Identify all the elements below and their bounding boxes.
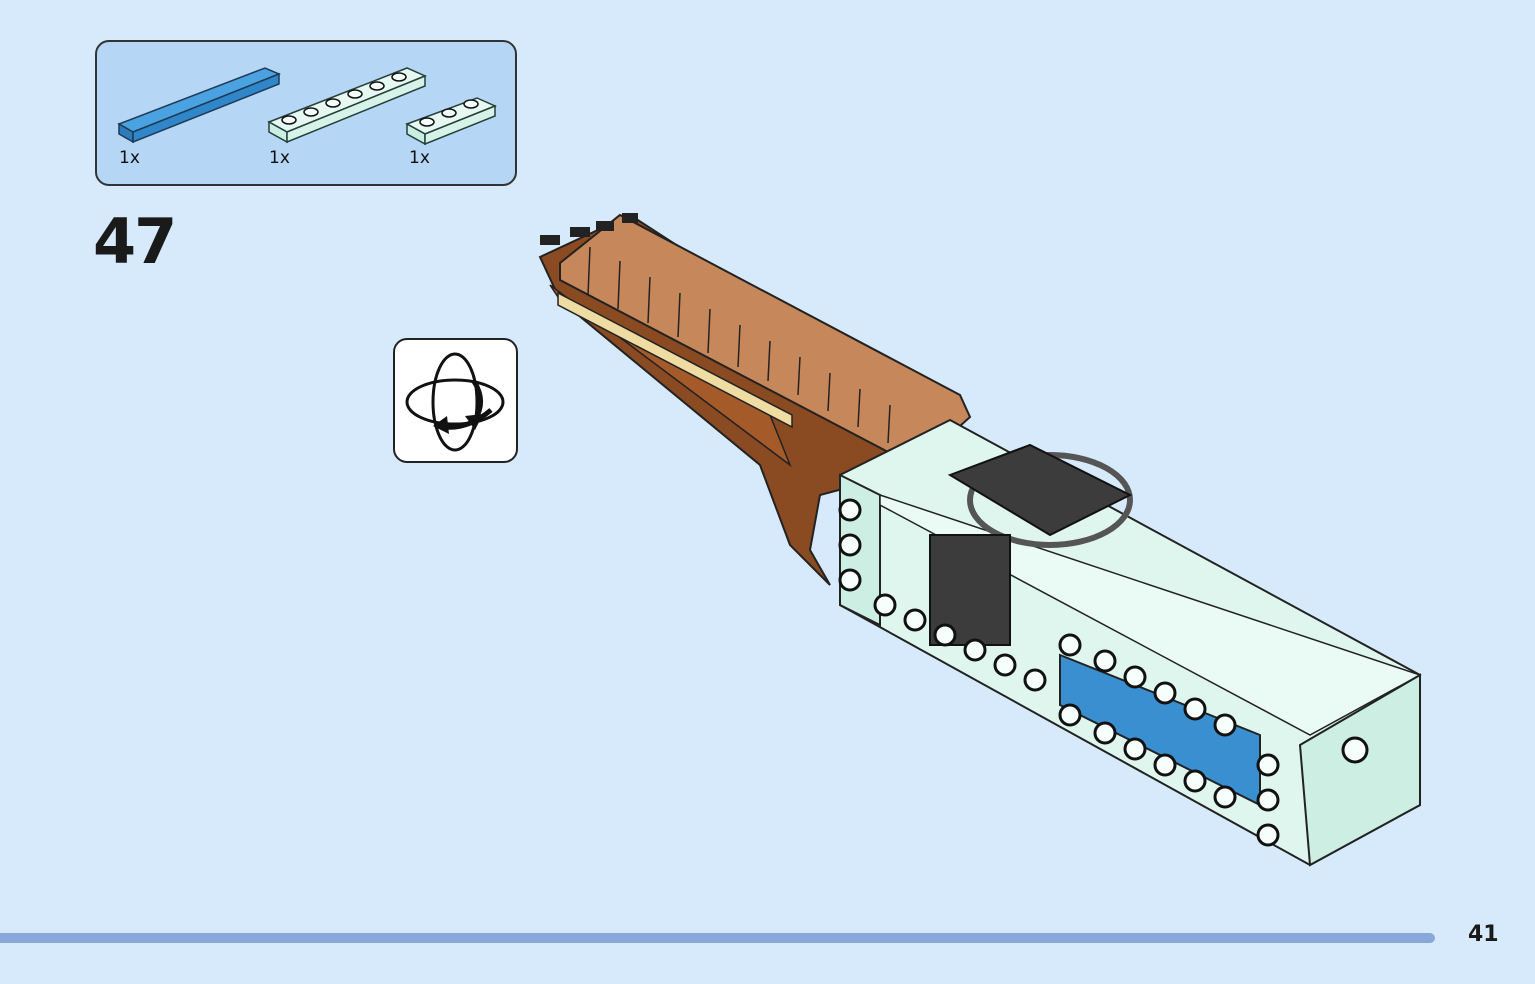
building-step-model-icon (538, 213, 1422, 867)
page-number: 41 (1468, 922, 1499, 947)
footer-progress-bar (0, 933, 1435, 943)
part-quantity: 1x (409, 148, 430, 168)
mint-plate-1x3-icon (405, 97, 497, 146)
mint-plate-1x6-icon (267, 67, 427, 144)
parts-list-box: 1x 1x 1x (95, 40, 517, 186)
step-number: 47 (93, 205, 177, 278)
blue-tile-1x6-icon (117, 67, 281, 144)
part-quantity: 1x (269, 148, 290, 168)
rotate-model-icon (405, 352, 505, 452)
rotate-hint-box (393, 338, 518, 463)
part-quantity: 1x (119, 148, 140, 168)
